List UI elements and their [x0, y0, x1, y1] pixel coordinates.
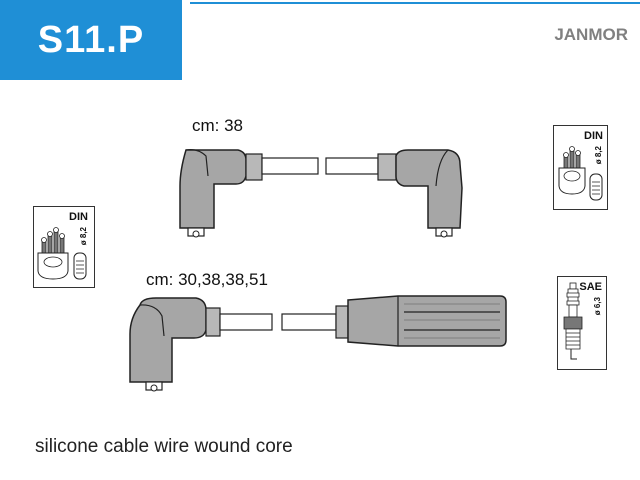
- top-left-boot: [179, 149, 247, 229]
- distributor-cap-icon: [558, 146, 603, 201]
- din-standard-label: DIN: [584, 130, 603, 142]
- sae-standard-label: SAE: [579, 281, 602, 293]
- top-cable: [179, 149, 463, 238]
- top-right-boot: [395, 149, 463, 229]
- sae-connector-icon: SAE ø 6,3: [557, 276, 607, 370]
- spark-plug-icon: [563, 282, 583, 360]
- cable-description: silicone cable wire wound core: [35, 436, 293, 457]
- product-code-badge: S11.P: [0, 0, 182, 80]
- top-cable-length-label: cm: 38: [192, 116, 244, 135]
- product-code: S11.P: [37, 18, 145, 61]
- distributor-cap-icon: [37, 227, 87, 280]
- din-connector-icon-left: DIN ø 8,2: [33, 206, 95, 288]
- bottom-right-boot: [347, 295, 507, 347]
- bottom-cable-length-label: cm: 30,38,38,51: [146, 270, 268, 289]
- din-standard-label: DIN: [69, 211, 88, 223]
- bottom-cable: [129, 295, 507, 392]
- header-rule: [190, 2, 640, 4]
- brand-name: JANMOR: [554, 25, 628, 44]
- din-connector-icon-right: DIN ø 8,2: [553, 125, 608, 210]
- bottom-left-boot: [129, 297, 207, 383]
